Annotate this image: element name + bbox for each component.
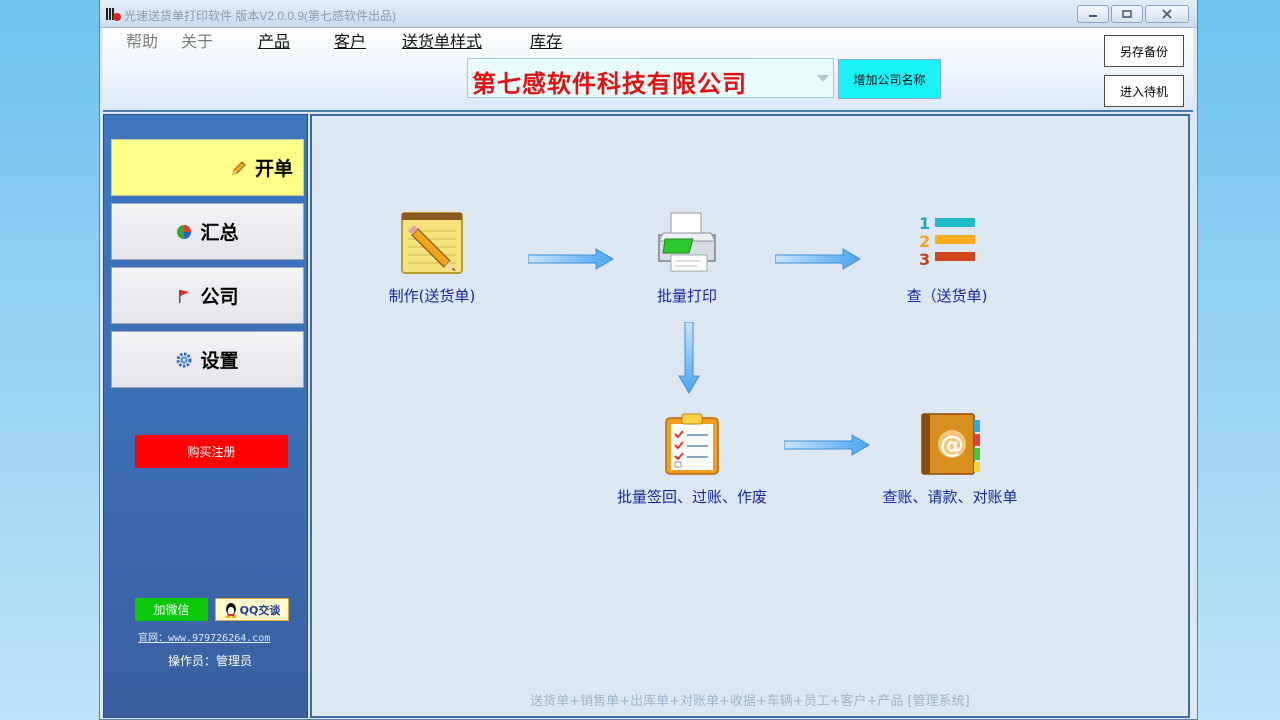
pie-chart-icon [177,224,192,239]
arrow-down-icon [678,322,700,394]
app-window: 光速送货单打印软件 版本V2.0.0.9(第七感软件出品) 帮助 关于 产品 客… [99,0,1198,720]
website-link[interactable]: 官网：www.979726264.com [138,633,271,644]
printer-icon [658,212,716,272]
svg-text:3: 3 [919,250,930,269]
add-wechat-button[interactable]: 加微信 [135,598,208,621]
menu-about[interactable]: 关于 [181,32,214,51]
flow-make-label: 制作(送货单) [388,287,476,305]
menu-help[interactable]: 帮助 [126,32,159,51]
pencil-icon [232,160,246,175]
notepad-pencil-icon [401,212,463,274]
flow-account-label: 查账、请款、对账单 [882,488,1018,506]
close-button[interactable] [1145,5,1189,23]
nav-summary[interactable]: 汇总 [111,203,304,260]
standby-button[interactable]: 进入待机 [1104,75,1184,107]
backup-button[interactable]: 另存备份 [1104,35,1184,67]
operator-label: 操作员：管理员 [168,654,253,668]
close-icon [1162,9,1172,19]
window-title: 光速送货单打印软件 版本V2.0.0.9(第七感软件出品) [124,9,397,23]
flag-icon [179,289,190,303]
company-select[interactable]: 第七感软件科技有限公司 [467,58,834,98]
numbered-list-icon: 1 2 3 [919,214,975,269]
maximize-button[interactable] [1111,5,1143,23]
menu-products[interactable]: 产品 [258,32,291,51]
footer-system-label: 送货单+销售单+出库单+对账单+收据+车辆+员工+客户+产品 [管理系统] [530,694,970,709]
window-controls [1077,5,1189,23]
restore-icon [1122,10,1132,18]
sidebar: 开单 汇总 公司 设置 购买注册 加微信 [103,114,308,718]
buy-register-button[interactable]: 购买注册 [135,435,288,468]
header-bar: 帮助 关于 产品 客户 送货单样式 库存 第七感软件科技有限公司 增加公司名称 … [103,28,1193,112]
svg-text:1: 1 [919,214,930,233]
flow-account-statement[interactable]: @ 查账、请款、对账单 [870,412,1030,507]
nav-settings[interactable]: 设置 [111,331,304,388]
title-bar: 光速送货单打印软件 版本V2.0.0.9(第七感软件出品) [100,0,1197,28]
nav-create-order[interactable]: 开单 [111,139,304,196]
minimize-button[interactable] [1077,5,1109,23]
nav-label: 开单 [254,158,293,180]
menu-inventory[interactable]: 库存 [530,32,563,51]
company-name: 第七感软件科技有限公司 [472,70,747,98]
flow-print-label: 批量打印 [656,287,717,305]
qq-chat-button[interactable]: QQ交谈 [215,598,289,621]
flow-sign-label: 批量签回、过账、作废 [616,488,767,506]
nav-label: 汇总 [200,222,239,244]
svg-text:2: 2 [919,232,930,251]
svg-text:@: @ [940,431,964,459]
gear-icon [176,352,192,367]
flow-batch-sign[interactable]: 批量签回、过账、作废 [602,412,782,507]
clipboard-checklist-icon [665,413,719,475]
address-book-icon: @ [921,413,980,475]
app-logo-icon [106,8,121,21]
flow-batch-print[interactable]: 批量打印 [637,211,737,306]
chevron-down-icon[interactable] [817,75,829,82]
flow-query-label: 查（送货单) [906,287,988,305]
nav-label: 设置 [200,350,239,372]
arrow-right-icon [784,434,870,456]
qq-penguin-icon [225,602,237,618]
arrow-right-icon [528,248,614,270]
qq-label: QQ交谈 [239,603,281,617]
menu-customers[interactable]: 客户 [334,32,367,51]
minimize-icon [1089,15,1097,17]
nav-label: 公司 [200,286,239,308]
nav-company[interactable]: 公司 [111,267,304,324]
flow-query-order[interactable]: 1 2 3 查（送货单) [897,211,997,306]
flow-make-order[interactable]: 制作(送货单) [380,211,484,306]
main-content: 制作(送货单) 批量打印 [310,114,1190,718]
arrow-right-icon [775,248,861,270]
menu-delivery-style[interactable]: 送货单样式 [402,32,483,51]
add-company-button[interactable]: 增加公司名称 [838,59,941,99]
